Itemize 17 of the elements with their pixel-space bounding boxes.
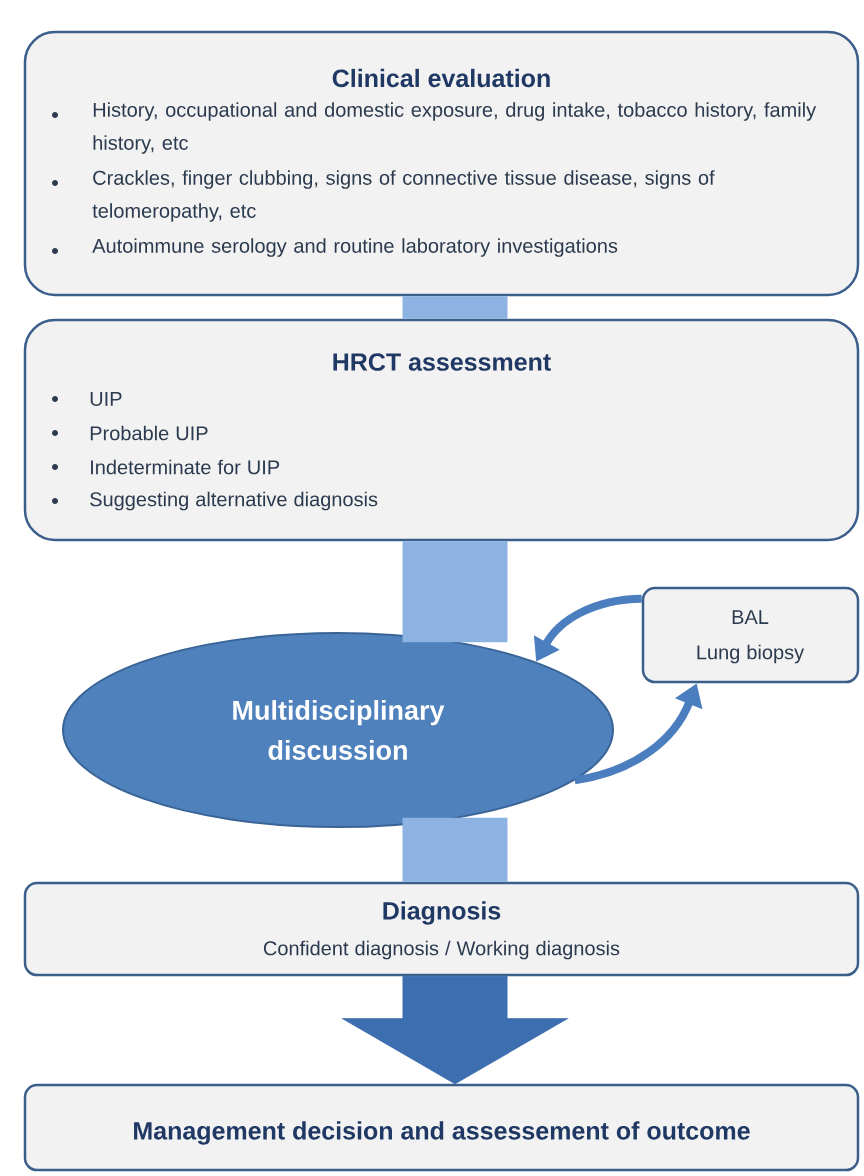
bullet-text: History, occupational and domestic exposure, drug intake, tobacco history, family history, etc bbox=[93, 102, 817, 154]
connector-band bbox=[402, 296, 508, 319]
bullet-text: Crackles, finger clubbing, signs of connective tissue disease, signs of telomeropathy, etc bbox=[92, 170, 715, 222]
box-label: Lung biopsy bbox=[697, 644, 805, 664]
heading: Diagnosis bbox=[383, 901, 501, 925]
bullet-text: Suggesting alternative diagnosis bbox=[90, 491, 378, 511]
ellipse-label: Multidisciplinary discussion bbox=[233, 700, 445, 760]
heading: Management decision and assessement of outcome bbox=[134, 1121, 750, 1145]
box-label: Confident diagnosis / Working diagnosis bbox=[263, 940, 620, 960]
heading: HRCT assessment bbox=[333, 353, 551, 371]
box-label: BAL bbox=[732, 610, 769, 624]
bullet-text: Probable UIP bbox=[90, 425, 208, 441]
bullet-text: Indeterminate for UIP bbox=[91, 459, 280, 475]
block-arrow bbox=[342, 975, 568, 1085]
bullet-text: UIP bbox=[90, 392, 122, 406]
heading: Clinical evaluation bbox=[332, 68, 550, 88]
bullet-text: Autoimmune serology and routine laboratory investigations bbox=[92, 238, 618, 257]
